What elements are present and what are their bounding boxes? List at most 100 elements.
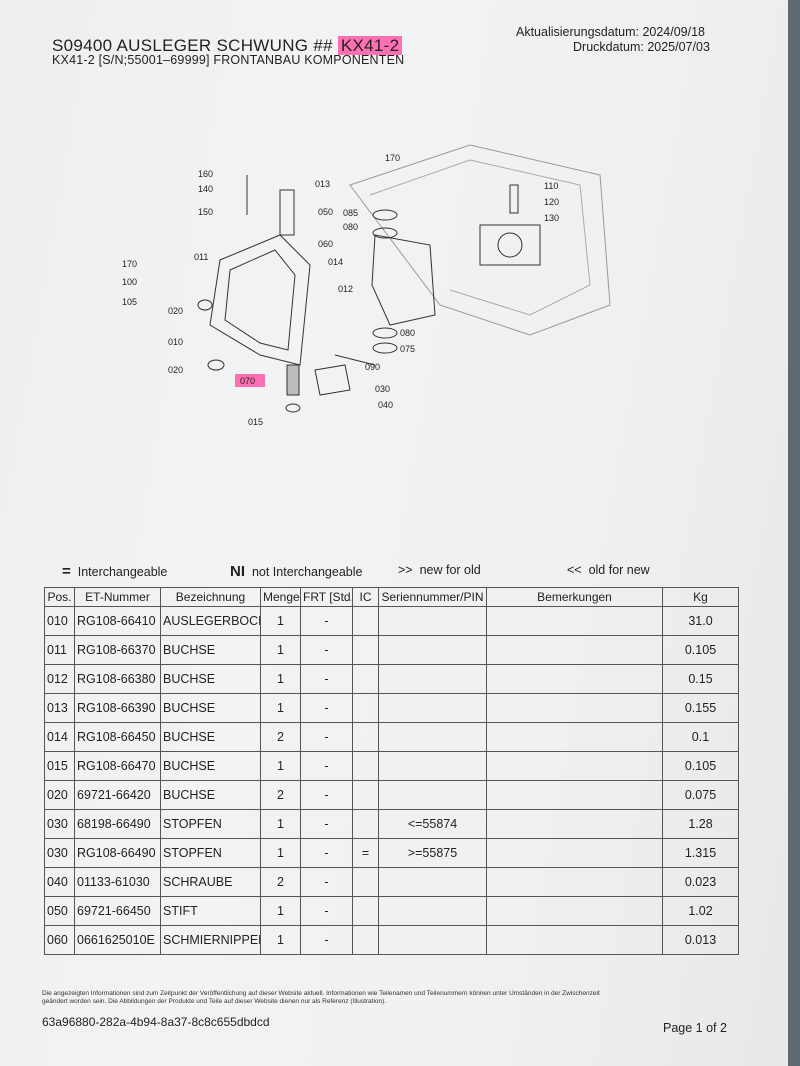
- cell-ic: [352, 693, 379, 723]
- cell-weight: 0.013: [662, 925, 739, 955]
- callout-100: 100: [122, 277, 137, 287]
- cell-pos: 060: [44, 925, 75, 955]
- callout-020-lower: 020: [168, 365, 183, 375]
- cell-remarks: [486, 809, 663, 839]
- cell-serial: [378, 635, 487, 665]
- legend-new-for-old: >> new for old: [398, 563, 481, 577]
- cell-remarks: [486, 780, 663, 810]
- cell-pos: 030: [44, 838, 75, 868]
- callout-020-upper: 020: [168, 306, 183, 316]
- callout-014: 014: [328, 257, 343, 267]
- callout-170-right: 170: [385, 153, 400, 163]
- cell-weight: 1.28: [662, 809, 739, 839]
- legend-not-interchangeable-label: not Interchangeable: [251, 565, 363, 579]
- double-chevron-right-icon: >>: [398, 563, 413, 577]
- callout-050: 050: [318, 207, 333, 217]
- cell-frt: -: [300, 925, 353, 955]
- cell-pos: 015: [44, 751, 75, 781]
- callout-090: 090: [365, 362, 380, 372]
- cell-part-number: RG108-66380: [74, 664, 161, 694]
- cell-weight: 1.02: [662, 896, 739, 926]
- cell-serial: [378, 896, 487, 926]
- cell-quantity: 1: [260, 635, 301, 665]
- cell-weight: 0.1: [662, 722, 739, 752]
- document-id: 63a96880-282a-4b94-8a37-8c8c655dbdcd: [42, 1015, 270, 1029]
- cell-frt: -: [300, 867, 353, 897]
- cell-ic: [352, 751, 379, 781]
- cell-serial: >=55875: [378, 838, 487, 868]
- cell-description: BUCHSE: [160, 635, 261, 665]
- cell-serial: [378, 693, 487, 723]
- cell-weight: 0.155: [662, 693, 739, 723]
- callout-080-lower: 080: [400, 328, 415, 338]
- callout-060: 060: [318, 239, 333, 249]
- cell-quantity: 1: [260, 809, 301, 839]
- callout-170: 170: [122, 259, 137, 269]
- legend-old-for-new-label: old for new: [588, 563, 650, 577]
- callout-150: 150: [198, 207, 213, 217]
- callout-120: 120: [544, 197, 559, 207]
- cell-serial: [378, 925, 487, 955]
- cell-frt: -: [300, 809, 353, 839]
- cell-weight: 0.075: [662, 780, 739, 810]
- cell-part-number: RG108-66410: [74, 606, 161, 636]
- cell-remarks: [486, 925, 663, 955]
- cell-frt: -: [300, 635, 353, 665]
- callout-012: 012: [338, 284, 353, 294]
- cell-quantity: 2: [260, 780, 301, 810]
- cell-ic: [352, 896, 379, 926]
- callout-130: 130: [544, 213, 559, 223]
- cell-serial: [378, 751, 487, 781]
- cell-description: BUCHSE: [160, 780, 261, 810]
- cell-description: SCHRAUBE: [160, 867, 261, 897]
- ni-symbol-icon: NI: [230, 563, 245, 580]
- callout-070: 070: [240, 376, 255, 386]
- header-ic: IC: [352, 587, 379, 607]
- cell-serial: [378, 780, 487, 810]
- cell-remarks: [486, 606, 663, 636]
- cell-serial: <=55874: [378, 809, 487, 839]
- cell-remarks: [486, 635, 663, 665]
- cell-part-number: 01133-61030: [74, 867, 161, 897]
- callout-160: 160: [198, 169, 213, 179]
- cell-ic: [352, 925, 379, 955]
- legend-interchangeable-label: Interchangeable: [77, 565, 168, 579]
- cell-pos: 013: [44, 693, 75, 723]
- cell-remarks: [486, 896, 663, 926]
- cell-ic: [352, 780, 379, 810]
- cell-remarks: [486, 664, 663, 694]
- cell-remarks: [486, 751, 663, 781]
- cell-quantity: 1: [260, 896, 301, 926]
- title-text: S09400 AUSLEGER SCHWUNG ##: [52, 36, 333, 55]
- cell-remarks: [486, 722, 663, 752]
- exploded-parts-diagram: 160 140 150 013 050 060 011 014 170 100 …: [122, 144, 611, 427]
- cell-weight: 1.315: [662, 838, 739, 868]
- cell-pos: 040: [44, 867, 75, 897]
- title-highlight: KX41-2: [337, 36, 403, 55]
- cell-serial: [378, 722, 487, 752]
- cell-ic: [352, 809, 379, 839]
- cell-description: SCHMIERNIPPEL: [160, 925, 261, 955]
- page-title: S09400 AUSLEGER SCHWUNG ## KX41-2: [52, 36, 403, 56]
- table-header-row: Pos. ET-Nummer Bezeichnung Menge FRT [St…: [44, 587, 739, 607]
- cell-frt: -: [300, 896, 353, 926]
- cell-ic: =: [352, 838, 379, 868]
- callout-075: 075: [400, 344, 415, 354]
- cell-serial: [378, 606, 487, 636]
- cell-quantity: 1: [260, 606, 301, 636]
- page-subtitle: KX41-2 [S/N;55001–69999] FRONTANBAU KOMP…: [52, 53, 405, 67]
- callout-030: 030: [375, 384, 390, 394]
- legend-not-interchangeable: NI not Interchangeable: [230, 563, 362, 580]
- header-weight: Kg: [662, 587, 739, 607]
- cell-remarks: [486, 693, 663, 723]
- cell-frt: -: [300, 780, 353, 810]
- header-frt: FRT [Std.]: [300, 587, 353, 607]
